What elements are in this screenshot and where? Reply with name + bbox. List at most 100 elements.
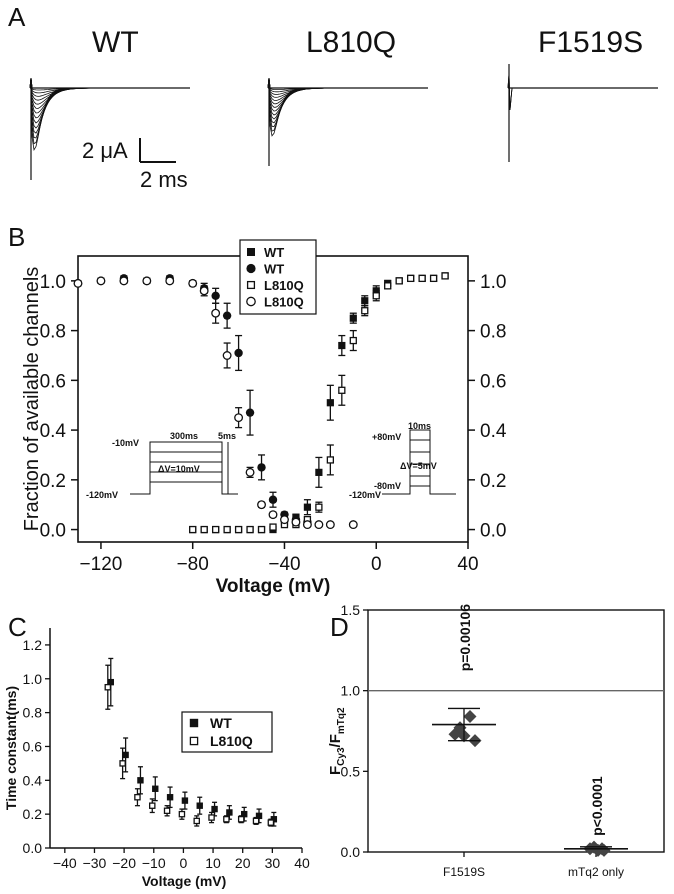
data-point xyxy=(326,456,335,464)
data-point xyxy=(315,468,323,476)
data-point xyxy=(211,291,220,300)
p-value-label: p<0.0001 xyxy=(589,776,605,836)
y-axis-label: FCy3/FmTq2 xyxy=(327,707,347,775)
data-point xyxy=(188,278,198,288)
current-trace xyxy=(29,77,190,134)
data-point xyxy=(234,348,243,358)
category-label: mTq2 only xyxy=(568,865,624,879)
legend-label: L810Q xyxy=(264,278,304,293)
data-point xyxy=(252,817,260,825)
trace-title-f1519s: F1519S xyxy=(538,26,643,59)
protocol-label: -80mV xyxy=(374,481,401,491)
data-point xyxy=(280,515,289,525)
series-2 xyxy=(189,272,449,534)
data-point xyxy=(163,807,171,815)
x-tick-label: −40 xyxy=(53,855,77,871)
data-point xyxy=(223,815,230,823)
data-point xyxy=(208,814,215,821)
panel-a-label: A xyxy=(8,2,26,32)
protocol-label: 10ms xyxy=(408,421,431,431)
panel-a-current-traces: A WT L810Q F1519S 2 μA 2 ms xyxy=(8,2,658,192)
x-tick-label: 40 xyxy=(457,554,478,575)
y-tick-label: 0.6 xyxy=(23,738,43,754)
data-point xyxy=(268,495,278,504)
y-tick-label-right: 0.2 xyxy=(480,471,506,492)
data-point xyxy=(246,525,254,534)
current-trace xyxy=(267,77,428,124)
data-point xyxy=(269,523,277,531)
y-axis-label: Fraction of available channels xyxy=(21,267,43,532)
data-point xyxy=(96,276,106,286)
y-tick-label-right: 0.0 xyxy=(480,521,506,542)
current-trace xyxy=(29,77,190,139)
legend-frame xyxy=(181,711,273,753)
data-point xyxy=(429,274,438,283)
y-tick-label: 1.0 xyxy=(341,683,361,699)
data-point xyxy=(314,520,324,530)
data-point xyxy=(211,308,221,318)
y-axis-label-part: F xyxy=(327,734,344,743)
series-3 xyxy=(73,276,358,530)
x-axis-label: Voltage (mV) xyxy=(142,873,227,889)
data-point xyxy=(384,282,392,290)
y-tick-label-left: 0.8 xyxy=(40,322,66,343)
category-label: F1519S xyxy=(443,865,485,879)
current-trace xyxy=(29,77,190,124)
data-point xyxy=(137,777,144,784)
y-tick-label: 1.2 xyxy=(23,637,43,653)
y-tick-label-right: 0.6 xyxy=(480,371,506,392)
panel-d-label: D xyxy=(330,612,349,642)
data-point xyxy=(291,517,301,527)
data-point xyxy=(270,816,278,823)
data-point xyxy=(211,525,220,534)
current-trace xyxy=(29,77,190,129)
data-point xyxy=(119,760,126,767)
data-point xyxy=(181,797,189,804)
protocol-label: -120mV xyxy=(86,490,118,500)
data-point xyxy=(211,805,218,813)
data-point xyxy=(73,278,83,288)
data-point xyxy=(245,408,255,417)
data-point xyxy=(418,274,426,283)
x-tick-label: 0 xyxy=(371,554,382,575)
p-value-label: p=0.00106 xyxy=(457,604,473,672)
scale-bar: 2 μA 2 ms xyxy=(82,138,188,192)
x-tick-label: 40 xyxy=(294,855,310,871)
data-point xyxy=(406,274,415,283)
data-point xyxy=(303,503,312,511)
y-tick-label-left: 1.0 xyxy=(40,272,66,293)
protocol-label: +80mV xyxy=(372,432,401,442)
data-point xyxy=(338,386,346,394)
data-point xyxy=(149,802,156,809)
current-trace xyxy=(267,77,428,132)
scale-bar-time-label: 2 ms xyxy=(140,167,188,192)
x-tick-label: −30 xyxy=(83,855,107,871)
data-point xyxy=(315,503,323,511)
legend-marker xyxy=(246,296,256,307)
y-axis-label-part: / xyxy=(327,742,344,747)
data-point xyxy=(237,815,245,823)
trace-title-l810q: L810Q xyxy=(306,26,396,59)
legend-marker xyxy=(189,736,199,746)
series-1 xyxy=(104,664,275,827)
protocol-label: -120mV xyxy=(349,490,381,500)
y-tick-label: 0.2 xyxy=(23,806,43,822)
current-traces-l810q xyxy=(267,77,428,166)
data-point xyxy=(222,311,232,320)
y-tick-label: 0.5 xyxy=(341,763,361,779)
current-trace xyxy=(29,77,190,105)
data-point xyxy=(245,467,255,477)
y-tick-label-right: 0.4 xyxy=(480,421,507,442)
protocol-outline xyxy=(130,441,238,495)
y-tick-label-left: 0.4 xyxy=(40,421,67,442)
data-point xyxy=(222,351,232,360)
data-point xyxy=(349,314,357,322)
y-tick-label: 0.0 xyxy=(23,840,43,856)
current-trace xyxy=(29,77,190,119)
y-tick-label-left: 0.0 xyxy=(40,521,66,542)
protocol-label: 5ms xyxy=(218,431,236,441)
current-trace xyxy=(29,77,190,94)
